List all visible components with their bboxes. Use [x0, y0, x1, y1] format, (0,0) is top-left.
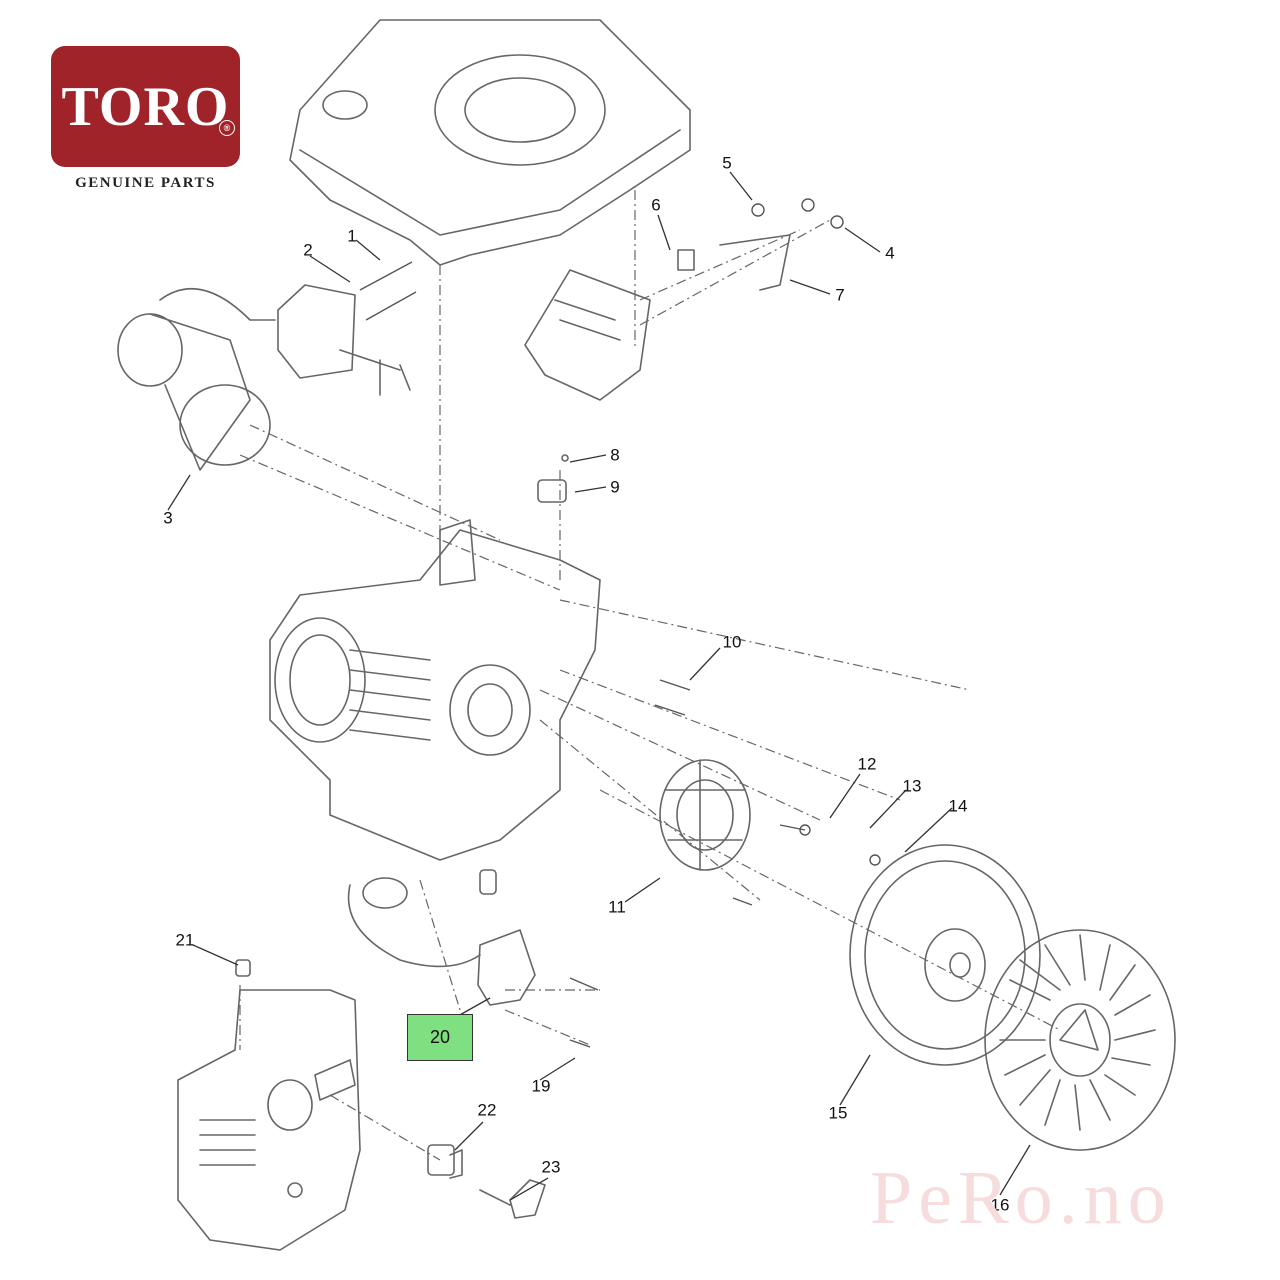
callout-23: 23	[541, 1157, 561, 1177]
callout-1: 1	[347, 226, 357, 246]
callout-15: 15	[828, 1103, 848, 1123]
relay-box-part	[277, 284, 411, 396]
callout-4: 4	[885, 243, 895, 263]
highlighted-part-20[interactable]: 20	[407, 1014, 473, 1061]
callout-11: 11	[608, 897, 626, 917]
callout-5: 5	[722, 153, 732, 173]
ignition-coil-part	[347, 869, 536, 1006]
logo-tagline: GENUINE PARTS	[75, 175, 216, 191]
stator-part	[659, 759, 751, 871]
highlighted-part-label: 20	[429, 1027, 451, 1047]
callout-21: 21	[175, 930, 195, 950]
callout-9: 9	[610, 477, 620, 497]
engine-shroud-part	[289, 19, 691, 266]
key-switch-part	[427, 1144, 463, 1179]
callout-14: 14	[948, 796, 968, 816]
sensor-part	[537, 454, 569, 503]
callout-12: 12	[857, 754, 877, 774]
callout-2: 2	[303, 240, 313, 260]
callout-8: 8	[610, 445, 620, 465]
watermark: PeRo.no	[870, 1156, 1172, 1240]
toro-logo: TORO	[51, 46, 240, 167]
callout-10: 10	[722, 632, 742, 652]
control-panel-part	[177, 989, 361, 1251]
callout-13: 13	[902, 776, 922, 796]
key-part	[479, 1179, 546, 1219]
callout-22: 22	[477, 1100, 497, 1120]
engine-block-part	[269, 519, 601, 861]
flywheel-part	[849, 844, 1041, 1066]
clip-part	[235, 959, 251, 977]
registered-mark: ®	[219, 120, 235, 136]
callout-6: 6	[651, 195, 661, 215]
control-bracket-part	[524, 234, 791, 401]
callout-7: 7	[835, 285, 845, 305]
callout-3: 3	[163, 508, 173, 528]
starter-motor-part	[117, 287, 276, 471]
cooling-fan-part	[984, 929, 1176, 1151]
logo-text: TORO	[61, 75, 230, 138]
callout-16: 16	[990, 1195, 1010, 1215]
callout-19: 19	[531, 1076, 551, 1096]
